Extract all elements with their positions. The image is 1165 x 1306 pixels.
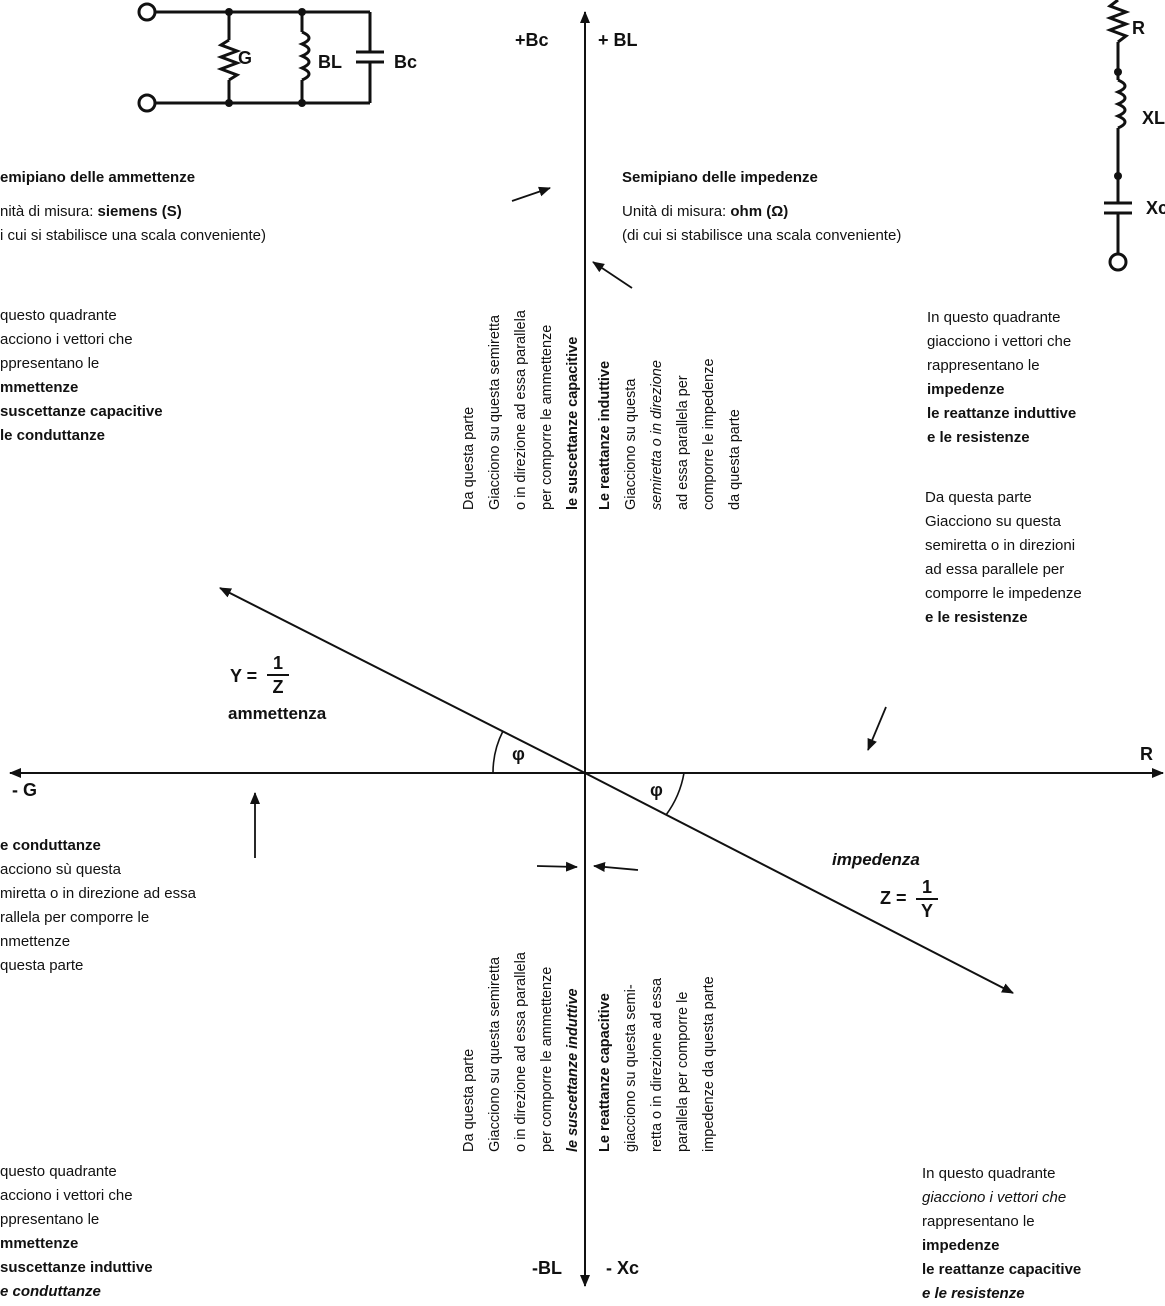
impedance-label: impedenza [832, 850, 920, 869]
impedance-unit-note: (di cui si stabilisce una scala convenie… [622, 227, 902, 244]
impedance-vector [584, 772, 1014, 994]
impedance-unit-value: ohm (Ω) [730, 203, 789, 220]
pointer-arrow [511, 186, 551, 202]
phi-arc-right [665, 772, 685, 816]
admittance-vector [219, 587, 586, 774]
admittance-unit-note: i cui si stabilisce una scala convenient… [0, 227, 266, 244]
label-xc-series: Xc [1146, 198, 1165, 218]
admittance-half-block: emipiano delle ammettenze nità di misura… [0, 166, 266, 248]
admittance-unit-value: siemens (S) [97, 203, 182, 220]
label-r-series: R [1132, 18, 1145, 38]
series-circuit [1104, 0, 1132, 272]
phi-label-left: φ [512, 744, 525, 764]
axis-label-neg-bl: -BL [532, 1258, 562, 1278]
series-nodes [1114, 68, 1122, 180]
pointer-arrow [593, 862, 639, 872]
label-bl: BL [318, 52, 342, 72]
parallel-circuit [137, 2, 384, 113]
axis-label-neg-xc: - Xc [606, 1258, 640, 1278]
impedance-half-title: Semipiano delle impedenze [622, 169, 818, 186]
phi-arc-left [492, 730, 504, 774]
impedance-half-block: Semipiano delle impedenze Unità di misur… [622, 166, 901, 248]
admittance-half-title: emipiano delle ammettenze [0, 169, 196, 186]
admittance-label: ammettenza [228, 704, 327, 723]
impedance-formula-lhs: Z = [880, 888, 907, 908]
axis-label-neg-g: - G [12, 780, 37, 800]
label-g: G [238, 48, 253, 68]
circuit-nodes [225, 8, 306, 107]
pointer-arrow [536, 861, 578, 872]
label-bc: Bc [394, 52, 418, 72]
axis-label-pos-bl: + BL [598, 30, 638, 50]
admittance-formula-lhs: Y = [230, 666, 258, 686]
impedance-unit-prefix: Unità di misura: [622, 203, 727, 220]
admittance-unit-prefix: nità di misura: [0, 203, 94, 220]
pointer-arrow [867, 706, 887, 751]
axis-label-r: R [1140, 744, 1153, 764]
phi-label-right: φ [650, 780, 663, 800]
pointer-arrow [592, 261, 633, 289]
axis-label-pos-bc: +Bc [515, 30, 549, 50]
label-xl-series: XL [1142, 108, 1165, 128]
